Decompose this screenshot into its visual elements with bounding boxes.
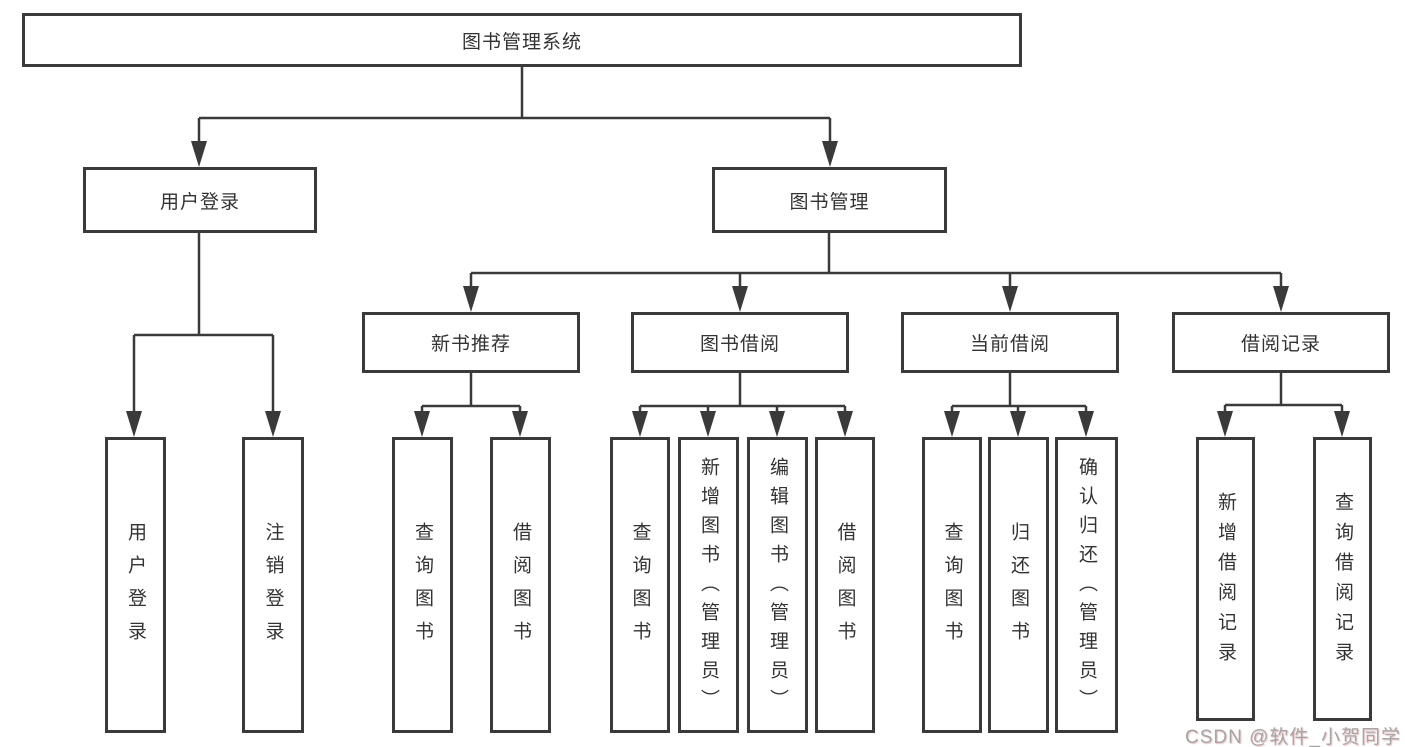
leaf-return-book: 归还图书 bbox=[988, 437, 1049, 733]
node-book-management: 图书管理 bbox=[712, 167, 947, 233]
node-borrow-records: 借阅记录 bbox=[1172, 312, 1390, 373]
leaf-borrow-books: 借阅图书 bbox=[815, 437, 875, 733]
node-current-borrow: 当前借阅 bbox=[901, 312, 1119, 373]
node-root: 图书管理系统 bbox=[22, 13, 1022, 67]
leaf-query-books-current: 查询图书 bbox=[922, 437, 982, 733]
leaf-query-borrow-record: 查询借阅记录 bbox=[1313, 437, 1372, 721]
node-user-login-branch: 用户登录 bbox=[83, 167, 317, 233]
leaf-add-book-admin: 新增图书（管理员） bbox=[678, 437, 739, 733]
watermark: CSDN @软件_小贺同学 bbox=[1185, 727, 1401, 747]
node-new-book-recommend: 新书推荐 bbox=[362, 312, 580, 373]
leaf-add-borrow-record: 新增借阅记录 bbox=[1196, 437, 1255, 721]
arrowheads bbox=[126, 141, 1350, 437]
leaf-edit-book-admin: 编辑图书（管理员） bbox=[747, 437, 808, 733]
leaf-user-login: 用户登录 bbox=[105, 437, 166, 733]
node-book-borrow: 图书借阅 bbox=[631, 312, 849, 373]
leaf-query-books-borrow: 查询图书 bbox=[610, 437, 670, 733]
leaf-query-books-recommend: 查询图书 bbox=[392, 437, 453, 733]
leaf-logout: 注销登录 bbox=[242, 437, 304, 733]
leaf-borrow-books-recommend: 借阅图书 bbox=[490, 437, 551, 733]
leaf-confirm-return-admin: 确认归还（管理员） bbox=[1055, 437, 1118, 733]
